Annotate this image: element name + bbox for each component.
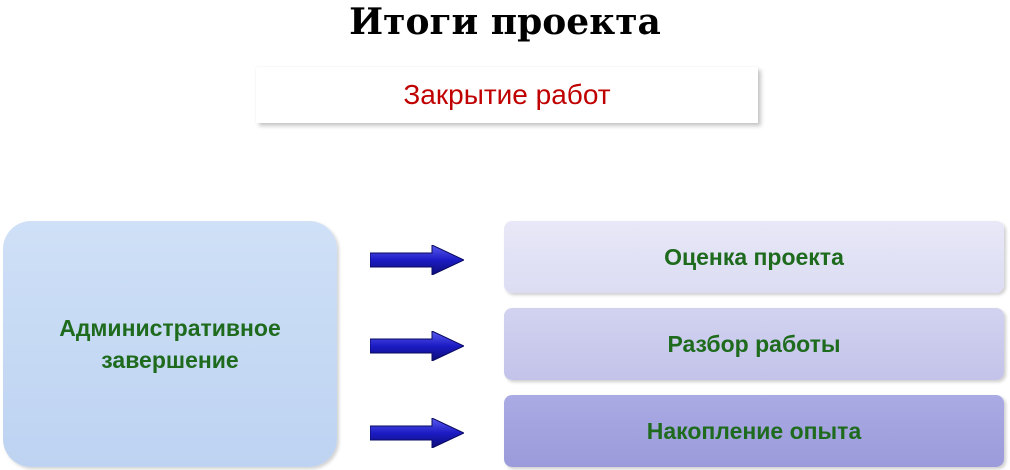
source-line-1: Административное (59, 315, 281, 341)
target-label: Накопление опыта (646, 417, 862, 444)
target-box-project-evaluation: Оценка проекта (504, 221, 1004, 293)
target-box-experience-accumulation: Накопление опыта (504, 395, 1004, 467)
target-box-work-review: Разбор работы (504, 308, 1004, 380)
page-title: Итоги проекта (349, 1, 661, 43)
target-label: Разбор работы (667, 330, 841, 357)
source-box-label: Административное завершение (59, 312, 281, 376)
source-line-2: завершение (101, 347, 239, 373)
source-box-administrative-completion: Административное завершение (3, 221, 337, 467)
target-label: Оценка проекта (664, 243, 844, 270)
subtitle-text: Закрытие работ (403, 79, 611, 110)
right-arrow-icon (370, 245, 464, 275)
right-arrow-icon (370, 418, 464, 448)
right-arrow-icon (370, 331, 464, 361)
subtitle-box: Закрытие работ (256, 67, 758, 123)
